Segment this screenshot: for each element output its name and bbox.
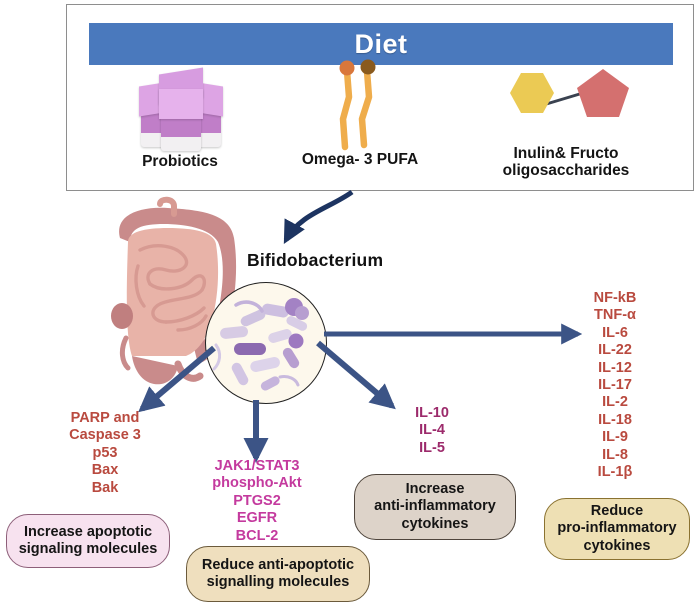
outcome-box-apoptotic: Increase apoptotic signaling molecules [6, 514, 170, 568]
molecule-item: PARP and [70, 410, 140, 426]
molecule-item: TNF-α [594, 307, 636, 324]
arrow-to-anti-inflammatory [316, 340, 396, 410]
outcome-box-anti-apoptotic: Reduce anti-apoptotic signalling molecul… [186, 546, 370, 602]
molecule-item: IL-4 [419, 422, 445, 439]
molecule-item: NF-kB [593, 290, 637, 306]
outcome-box-anti-inflammatory: Increase anti-inflammatory cytokines [354, 474, 516, 540]
bacteria-colony-icon [205, 282, 327, 404]
diet-item-omega3: Omega- 3 PUFA [267, 57, 453, 168]
diet-item-omega3-label: Omega- 3 PUFA [301, 151, 419, 168]
molecule-item: IL-17 [598, 376, 632, 393]
molecule-item: PTGS2 [233, 492, 281, 509]
molecule-item: Caspase 3 [69, 427, 141, 444]
diet-item-inulin: Inulin& Fructo oligosaccharides [459, 63, 673, 180]
molecule-item: IL-8 [602, 446, 628, 463]
diet-title: Diet [354, 28, 408, 59]
anti-apoptotic-molecule-list: JAK1/STAT3 phospho-Akt PTGS2 EGFR BCL-2 [190, 458, 324, 545]
molecule-item: IL-1β [597, 463, 633, 480]
yogurt-cups-icon [125, 67, 235, 151]
diet-header-bar: Diet [89, 23, 673, 65]
molecule-item: JAK1/STAT3 [214, 458, 300, 474]
molecule-item: Bak [91, 479, 119, 496]
molecule-item: IL-6 [602, 324, 628, 341]
molecule-item: IL-9 [602, 429, 628, 446]
molecule-item: EGFR [236, 510, 278, 527]
molecule-item: IL-5 [419, 439, 445, 456]
molecule-item: IL-2 [602, 394, 628, 411]
pro-inflammatory-molecule-list: NF-kB TNF-α IL-6 IL-22 IL-12 IL-17 IL-2 … [578, 290, 652, 481]
outcome-box-pro-inflammatory: Reduce pro-inflammatory cytokines [544, 498, 690, 560]
molecule-item: IL-22 [598, 342, 632, 359]
molecule-item: p53 [92, 444, 118, 461]
molecule-item: IL-18 [598, 411, 632, 428]
diet-item-inulin-label: Inulin& Fructo oligosaccharides [502, 145, 630, 180]
molecule-item: BCL-2 [235, 527, 279, 544]
diet-panel: Diet Probiotics [66, 4, 694, 191]
molecule-item: Bax [91, 462, 119, 479]
polysaccharide-icon [491, 63, 641, 141]
arrow-diet-to-bifidobacterium [283, 189, 354, 245]
apoptotic-molecule-list: PARP and Caspase 3 p53 Bax Bak [40, 410, 170, 497]
bifidobacterium-label: Bifidobacterium [247, 250, 384, 270]
molecule-item: phospho-Akt [212, 475, 302, 492]
molecule-item: IL-10 [415, 405, 449, 421]
molecule-item: IL-12 [598, 359, 632, 376]
diet-item-probiotics: Probiotics [89, 67, 271, 170]
anti-inflammatory-molecule-list: IL-10 IL-4 IL-5 [396, 405, 468, 457]
diet-item-probiotics-label: Probiotics [142, 153, 218, 170]
fatty-acid-icon [321, 57, 399, 151]
